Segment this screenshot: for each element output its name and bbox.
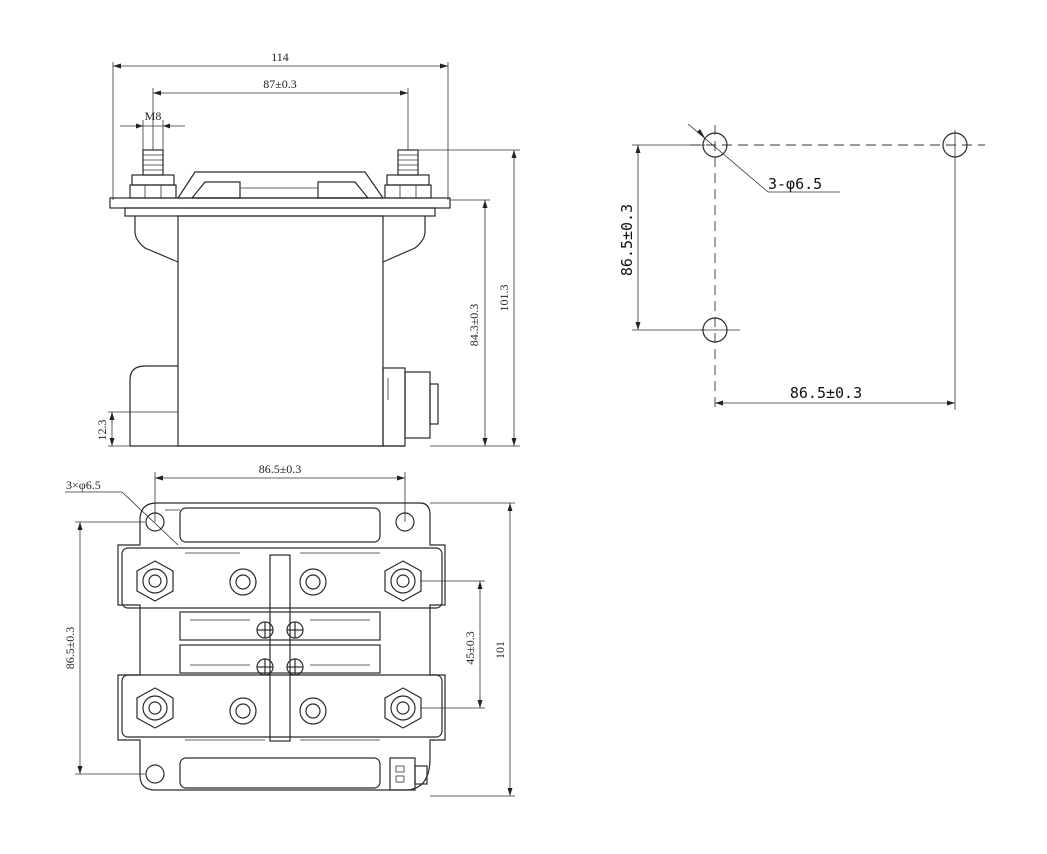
stud-top-right	[384, 560, 422, 602]
pattern-dim-vertical: 86.5±0.3	[618, 204, 636, 276]
dim-hole-spacing-x: 86.5±0.3	[259, 462, 302, 476]
mounting-pattern: 3-φ6.5 86.5±0.3 86.5±0.3	[618, 123, 985, 410]
dim-hole-spec: 3×φ6.5	[66, 478, 101, 492]
dim-terminal-spacing: 87±0.3	[263, 77, 297, 91]
dim-terminal-pitch: 45±0.3	[463, 631, 477, 665]
dim-height-total: 101.3	[497, 285, 511, 312]
side-view: 114 87±0.3 M8	[95, 50, 520, 447]
dim-depth-total: 101	[493, 641, 507, 659]
coil-screws	[256, 621, 304, 676]
pattern-hole-spec: 3-φ6.5	[768, 175, 822, 193]
stud-top-left	[136, 560, 174, 602]
stud-bottom-left	[136, 687, 174, 729]
bottom-view: 86.5±0.3 3×φ6.5	[63, 462, 515, 797]
dim-base-height: 12.3	[95, 420, 109, 441]
pattern-dim-horizontal: 86.5±0.3	[790, 384, 862, 402]
stud-bottom-right	[384, 687, 422, 729]
dim-thread-size: M8	[145, 109, 162, 123]
dim-body-height: 84.3±0.3	[467, 304, 481, 347]
dim-hole-spacing-y: 86.5±0.3	[63, 627, 77, 670]
dim-width-total: 114	[271, 50, 289, 64]
